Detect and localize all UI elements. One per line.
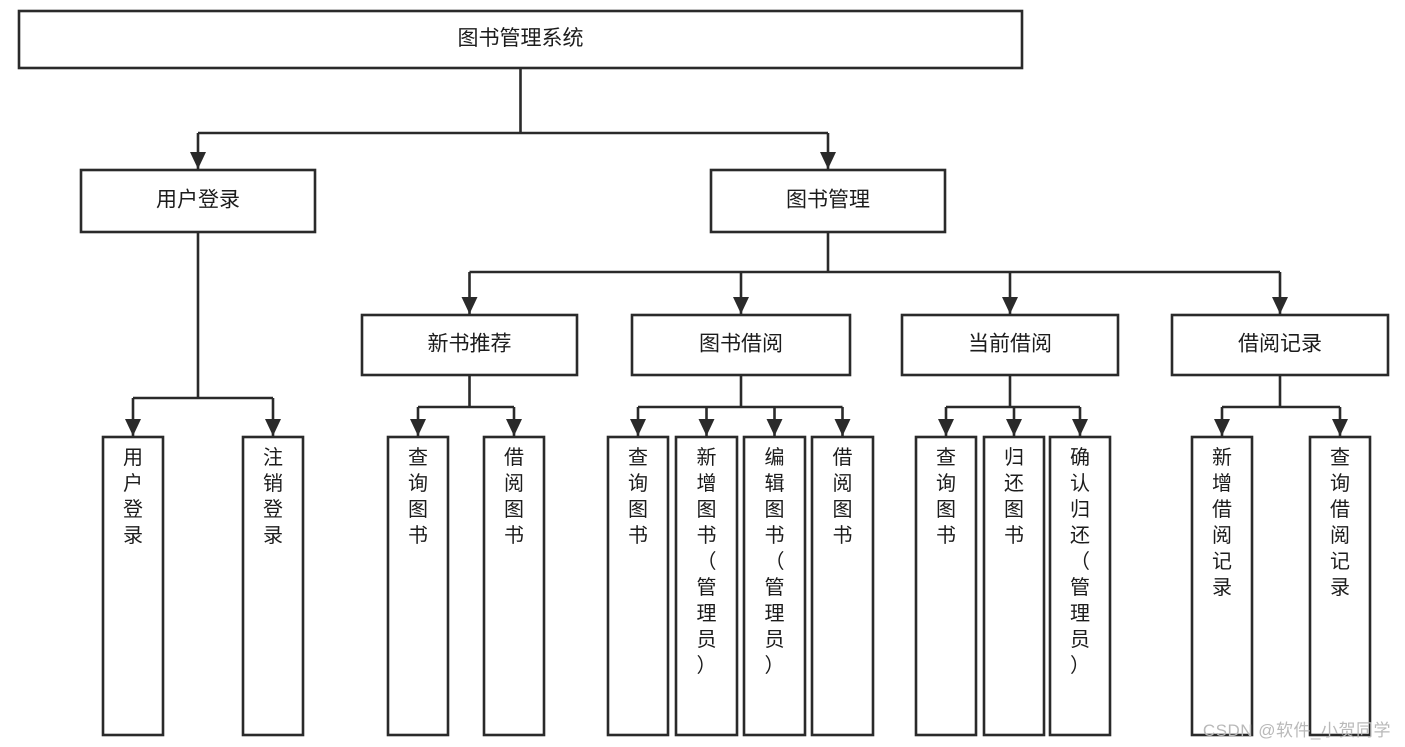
node-label: 归还图书 [1004, 446, 1024, 547]
node-box[interactable] [674, 435, 739, 737]
arrow-head [733, 297, 749, 314]
node-box[interactable] [1308, 435, 1372, 737]
arrow-head [938, 419, 954, 436]
node-label: 查询图书 [408, 446, 428, 547]
node-box[interactable] [709, 168, 947, 234]
node-book-borrow[interactable]: 图书借阅 [630, 313, 852, 377]
arrow-head [1272, 297, 1288, 314]
arrow-head [125, 419, 141, 436]
node-leaf-cur-return[interactable]: 归还图书 [982, 435, 1046, 737]
node-leaf-rec-add[interactable]: 新增借阅记录 [1190, 435, 1254, 737]
node-label: 新书推荐 [428, 333, 512, 356]
node-box[interactable] [742, 435, 807, 737]
edge-group-root-to-level1 [190, 68, 836, 169]
node-box[interactable] [1048, 435, 1112, 737]
node-leaf-rec-query[interactable]: 查询图书 [386, 435, 450, 737]
node-leaf-borrow-query[interactable]: 查询图书 [606, 435, 670, 737]
arrow-head [1006, 419, 1022, 436]
node-label: 编辑图书（管理员） [765, 446, 785, 677]
node-current-borrow[interactable]: 当前借阅 [900, 313, 1120, 377]
node-label: 注销登录 [263, 446, 283, 547]
node-leaf-borrow-do[interactable]: 借阅图书 [810, 435, 875, 737]
node-label: 确认归还（管理员） [1070, 446, 1090, 677]
node-new-book-rec[interactable]: 新书推荐 [360, 313, 579, 377]
node-label: 用户登录 [156, 189, 240, 212]
arrow-head [190, 152, 206, 169]
edge-group-borrowrecord-to-leaves [1214, 375, 1348, 436]
node-label: 查询借阅记录 [1330, 446, 1350, 599]
arrow-head [630, 419, 646, 436]
arrow-head [820, 152, 836, 169]
arrow-head [410, 419, 426, 436]
node-label: 图书管理系统 [458, 27, 584, 50]
node-label: 当前借阅 [968, 333, 1052, 356]
edge-group-newbookrec-to-leaves [410, 375, 522, 436]
node-label: 借阅图书 [504, 446, 524, 547]
node-leaf-rec-borrow[interactable]: 借阅图书 [482, 435, 546, 737]
node-borrow-record[interactable]: 借阅记录 [1170, 313, 1390, 377]
node-leaf-borrow-edit[interactable]: 编辑图书（管理员） [742, 435, 807, 737]
edge-group-bookborrow-to-leaves [630, 375, 851, 436]
node-leaf-borrow-add[interactable]: 新增图书（管理员） [674, 435, 739, 737]
node-box[interactable] [914, 435, 978, 737]
node-label: 新增借阅记录 [1212, 446, 1232, 599]
node-label: 借阅记录 [1238, 333, 1322, 356]
node-label: 查询图书 [936, 446, 956, 547]
arrow-head [461, 297, 478, 314]
node-box[interactable] [982, 435, 1046, 737]
arrow-head [1332, 419, 1348, 436]
node-user-login[interactable]: 用户登录 [79, 168, 317, 234]
node-box[interactable] [900, 313, 1120, 377]
node-layer: 图书管理系统用户登录图书管理新书推荐图书借阅当前借阅借阅记录用户登录注销登录查询… [17, 9, 1390, 737]
node-box[interactable] [101, 435, 165, 737]
arrow-head [265, 419, 281, 436]
node-book-manage[interactable]: 图书管理 [709, 168, 947, 234]
node-box[interactable] [17, 9, 1024, 70]
node-box[interactable] [482, 435, 546, 737]
node-box[interactable] [1190, 435, 1254, 737]
node-leaf-cur-confirm[interactable]: 确认归还（管理员） [1048, 435, 1112, 737]
node-label: 图书借阅 [699, 333, 783, 356]
node-label: 查询图书 [628, 446, 648, 547]
node-box[interactable] [241, 435, 305, 737]
node-leaf-logout[interactable]: 注销登录 [241, 435, 305, 737]
node-label: 图书管理 [786, 189, 870, 212]
node-root[interactable]: 图书管理系统 [17, 9, 1024, 70]
arrow-head [698, 419, 715, 436]
node-label: 借阅图书 [833, 446, 853, 547]
node-box[interactable] [1170, 313, 1390, 377]
edge-group-bookmanage-to-level2 [461, 232, 1288, 314]
node-box[interactable] [810, 435, 875, 737]
edge-group-currentborrow-to-leaves [938, 375, 1088, 436]
node-box[interactable] [606, 435, 670, 737]
node-label: 新增图书（管理员） [697, 446, 717, 677]
edge-group-userlogin-to-leaves [125, 232, 281, 436]
arrow-head [766, 419, 783, 436]
node-leaf-rec-search[interactable]: 查询借阅记录 [1308, 435, 1372, 737]
connector-layer [125, 68, 1348, 436]
node-label: 用户登录 [123, 447, 143, 547]
node-box[interactable] [79, 168, 317, 234]
node-box[interactable] [386, 435, 450, 737]
arrow-head [1002, 297, 1018, 314]
arrow-head [1214, 419, 1230, 436]
node-box[interactable] [630, 313, 852, 377]
node-box[interactable] [360, 313, 579, 377]
arrow-head [506, 419, 522, 436]
node-leaf-user-login[interactable]: 用户登录 [101, 435, 165, 737]
arrow-head [834, 419, 851, 436]
node-leaf-cur-query[interactable]: 查询图书 [914, 435, 978, 737]
arrow-head [1072, 419, 1088, 436]
